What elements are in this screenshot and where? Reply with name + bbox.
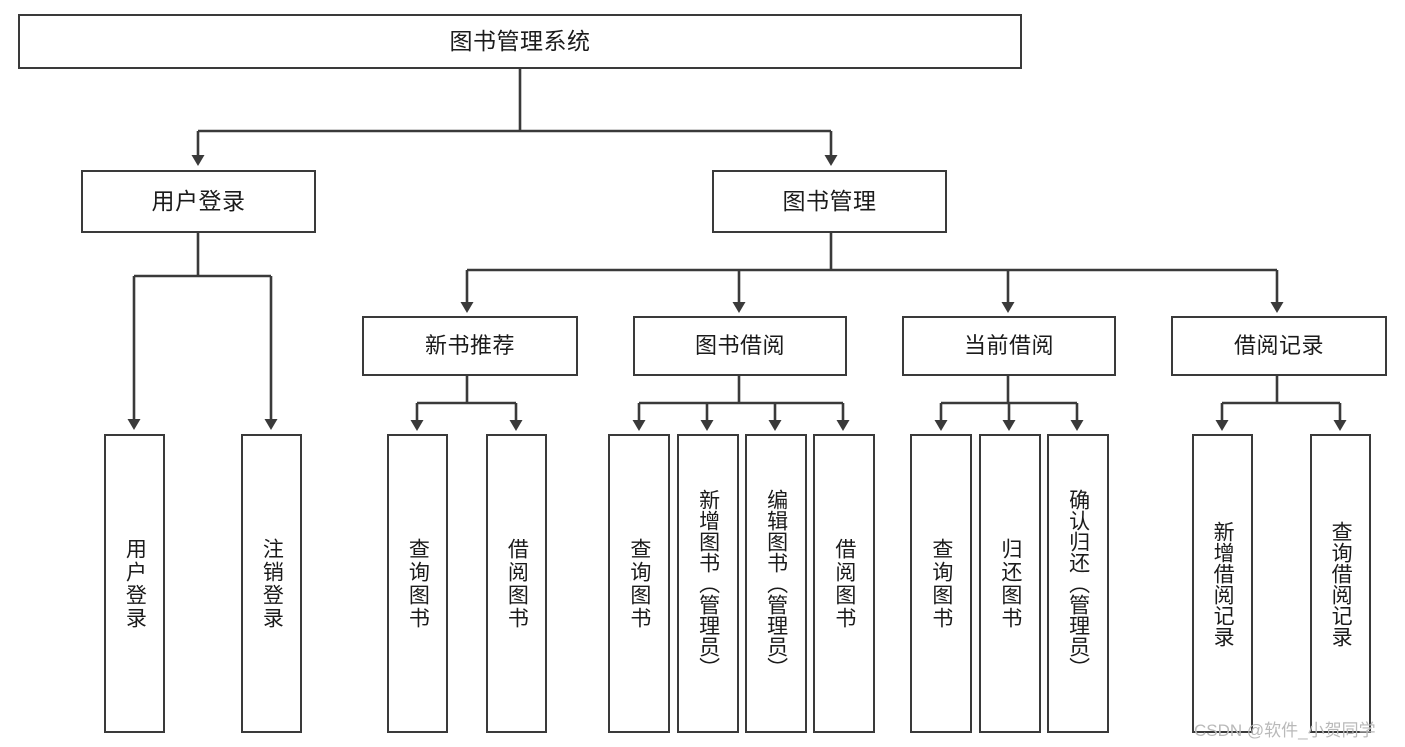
node-leaf-return-book[interactable]: 归还图书 <box>979 434 1041 733</box>
node-leaf-borrow-book-1[interactable]: 借阅图书 <box>486 434 547 733</box>
node-leaf-query-book-3[interactable]: 查询图书 <box>910 434 972 733</box>
node-leaf-user-login[interactable]: 用户登录 <box>104 434 165 733</box>
node-leaf-add-borrow-record[interactable]: 新增借阅记录 <box>1192 434 1253 733</box>
node-borrow-record[interactable]: 借阅记录 <box>1171 316 1387 376</box>
node-label: 查询借阅记录 <box>1329 520 1353 647</box>
node-book-borrow[interactable]: 图书借阅 <box>633 316 847 376</box>
node-leaf-edit-book-admin[interactable]: 编辑图书（管理员） <box>745 434 807 733</box>
node-label: 归还图书 <box>998 537 1022 630</box>
node-user-login[interactable]: 用户登录 <box>81 170 316 233</box>
node-label: 确认归还（管理员） <box>1066 489 1090 678</box>
node-leaf-query-book-1[interactable]: 查询图书 <box>387 434 448 733</box>
node-label: 借阅图书 <box>505 537 529 630</box>
node-label: 用户登录 <box>151 188 246 215</box>
node-label: 图书管理 <box>782 188 877 215</box>
node-label: 新增图书（管理员） <box>696 489 720 678</box>
node-leaf-confirm-return-admin[interactable]: 确认归还（管理员） <box>1047 434 1109 733</box>
node-label: 用户登录 <box>123 537 147 630</box>
node-label: 当前借阅 <box>963 333 1054 359</box>
node-label: 图书借阅 <box>694 333 785 359</box>
node-root-system[interactable]: 图书管理系统 <box>18 14 1022 69</box>
node-current-borrow[interactable]: 当前借阅 <box>902 316 1116 376</box>
node-label: 编辑图书（管理员） <box>764 489 788 678</box>
node-label: 注销登录 <box>260 537 284 630</box>
node-label: 借阅记录 <box>1233 333 1324 359</box>
node-leaf-add-book-admin[interactable]: 新增图书（管理员） <box>677 434 739 733</box>
watermark-text: CSDN @软件_小贺同学 <box>1194 721 1376 740</box>
node-label: 借阅图书 <box>832 537 856 630</box>
node-label: 图书管理系统 <box>449 28 591 55</box>
node-leaf-logout-login[interactable]: 注销登录 <box>241 434 302 733</box>
node-leaf-query-book-2[interactable]: 查询图书 <box>608 434 670 733</box>
node-label: 查询图书 <box>406 537 430 630</box>
node-leaf-borrow-book-2[interactable]: 借阅图书 <box>813 434 875 733</box>
node-label: 查询图书 <box>627 537 651 630</box>
node-new-book-recommend[interactable]: 新书推荐 <box>362 316 578 376</box>
node-label: 新书推荐 <box>424 333 515 359</box>
node-label: 新增借阅记录 <box>1211 520 1235 647</box>
node-label: 查询图书 <box>929 537 953 630</box>
node-leaf-query-borrow-record[interactable]: 查询借阅记录 <box>1310 434 1371 733</box>
node-book-management[interactable]: 图书管理 <box>712 170 947 233</box>
